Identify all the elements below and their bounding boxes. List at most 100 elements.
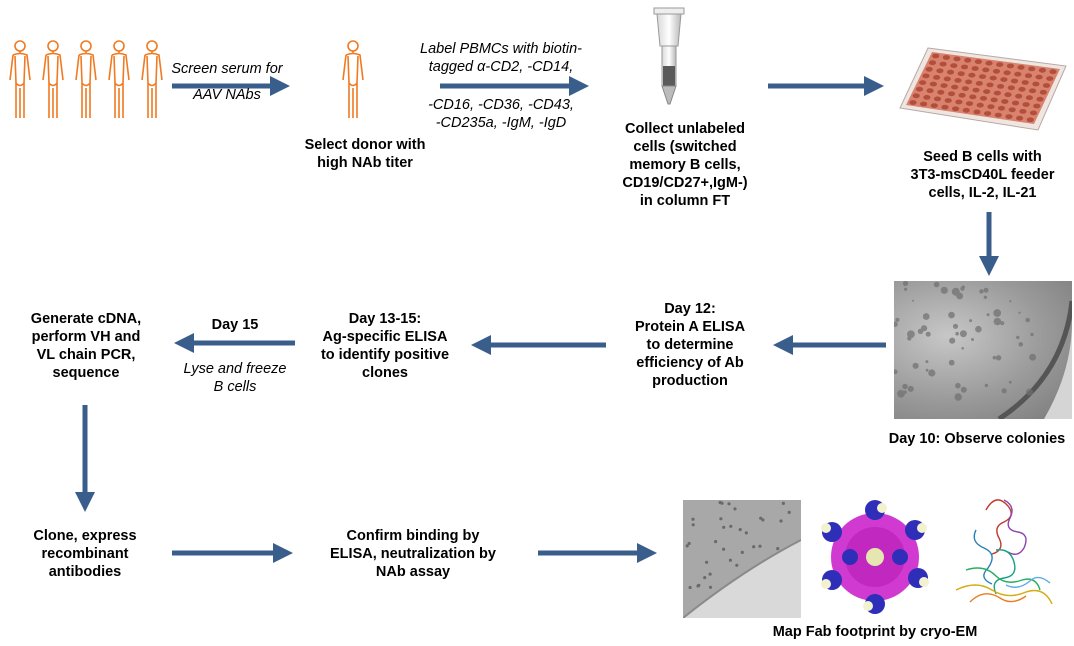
seed-line-3: cells, IL-2, IL-21	[928, 185, 1037, 201]
plate-well	[972, 87, 980, 93]
em-particle	[733, 507, 737, 511]
colony-spot	[894, 321, 898, 327]
plate-well	[987, 104, 995, 110]
plate-well	[912, 93, 920, 99]
day12-line-3: to determine	[646, 337, 734, 353]
plate-well	[954, 78, 962, 83]
plate-well	[965, 101, 974, 106]
label-pbmc-line-1: Label PBMCs with biotin-	[420, 41, 582, 57]
em-particle	[761, 518, 765, 522]
colony-spot	[983, 287, 989, 293]
colony-spot	[1009, 300, 1012, 303]
plate-well	[1022, 102, 1030, 107]
label-pbmc-line-4: -CD16, -CD36, -CD43,	[428, 97, 574, 113]
colony-spot	[956, 292, 964, 300]
colony-spot	[961, 347, 964, 350]
confirm-line-1: Confirm binding by	[346, 528, 480, 544]
plate-well	[933, 75, 941, 80]
plate-well	[955, 99, 963, 105]
colony-spot	[907, 385, 914, 392]
label-pbmc-line-5: -CD235a, -IgM, -IgD	[435, 115, 567, 131]
lyse-text: Lyse and freeze B cells	[172, 360, 298, 396]
plate-well	[989, 75, 997, 81]
colony-spot	[1029, 353, 1037, 361]
plate-well	[944, 98, 952, 103]
plate-well	[1039, 89, 1047, 95]
plate-well	[1042, 83, 1051, 88]
plate-well	[1029, 88, 1037, 94]
plate-well	[1010, 78, 1019, 84]
colony-spot	[894, 369, 898, 375]
em-particle	[708, 585, 713, 589]
colony-spot	[928, 369, 936, 377]
well-plate-icon	[899, 47, 1067, 131]
plate-well	[1029, 110, 1038, 116]
capsid-reconstruction-icon	[821, 500, 929, 614]
confirm-line-2: ELISA, neutralization by	[330, 546, 496, 562]
em-particle	[722, 547, 726, 551]
plate-well	[985, 60, 993, 66]
plate-well	[983, 89, 991, 94]
generate-cdna-label: Generate cDNA, perform VH and VL chain P…	[8, 310, 164, 382]
confirm-line-3: NAb assay	[375, 564, 451, 580]
colony-spot	[902, 383, 908, 390]
plate-well	[932, 53, 940, 59]
em-particle	[685, 544, 689, 548]
fab-ribbon-structure-icon	[955, 499, 1053, 605]
em-particle	[719, 517, 723, 521]
plate-well	[1032, 81, 1040, 87]
plate-well	[975, 81, 983, 86]
em-particle	[752, 545, 756, 549]
plate-well	[1015, 93, 1023, 99]
colony-spot	[979, 289, 984, 294]
plate-well	[994, 112, 1002, 118]
plate-well	[984, 111, 992, 116]
day13-line-4: clones	[362, 365, 408, 381]
colony-spot	[904, 287, 908, 291]
colony-spot	[940, 286, 948, 294]
plate-well	[1016, 115, 1024, 121]
plate-well	[1038, 67, 1046, 73]
plate-well	[920, 101, 928, 107]
day12-line-4: efficiency of Ab	[636, 355, 744, 371]
colony-spot	[1018, 311, 1021, 314]
plate-well	[974, 59, 982, 65]
colony-spot	[925, 331, 931, 337]
plate-well	[965, 79, 973, 85]
plate-well	[971, 66, 979, 71]
em-particle	[720, 501, 724, 505]
plate-well	[952, 106, 960, 112]
clone-line-2: recombinant	[41, 546, 129, 562]
colony-spot	[907, 336, 912, 341]
day13-line-2: Ag-specific ELISA	[322, 329, 448, 345]
colony-spot	[948, 311, 955, 319]
plate-well	[930, 103, 938, 108]
day13-label: Day 13-15: Ag-specific ELISA to identify…	[300, 310, 470, 382]
plate-well	[1007, 85, 1015, 91]
colony-spot	[960, 286, 965, 291]
plate-well	[1021, 80, 1029, 85]
plate-well	[925, 66, 933, 72]
plate-well	[957, 71, 965, 77]
colony-spot	[1016, 335, 1020, 340]
plate-well	[1024, 73, 1033, 79]
day10-label: Day 10: Observe colonies	[888, 431, 1066, 447]
colony-spot	[992, 355, 997, 360]
colony-spot	[903, 390, 907, 394]
plate-well	[951, 84, 959, 90]
plate-well	[1033, 103, 1041, 109]
plate-well	[933, 96, 942, 102]
colony-spot	[1018, 342, 1024, 347]
screen-line-1: Screen serum for	[171, 61, 283, 77]
em-particle	[735, 563, 739, 567]
plate-well	[997, 84, 1005, 89]
plate-well	[928, 60, 937, 66]
colonies-micrograph-image	[894, 281, 1072, 419]
plate-well	[939, 61, 947, 67]
colony-spot	[986, 313, 990, 317]
em-particle	[722, 525, 726, 529]
label-pbmc-text: Label PBMCs with biotin- tagged α-CD2, -…	[412, 40, 590, 132]
plate-well	[1003, 70, 1011, 76]
em-particle	[687, 541, 691, 546]
